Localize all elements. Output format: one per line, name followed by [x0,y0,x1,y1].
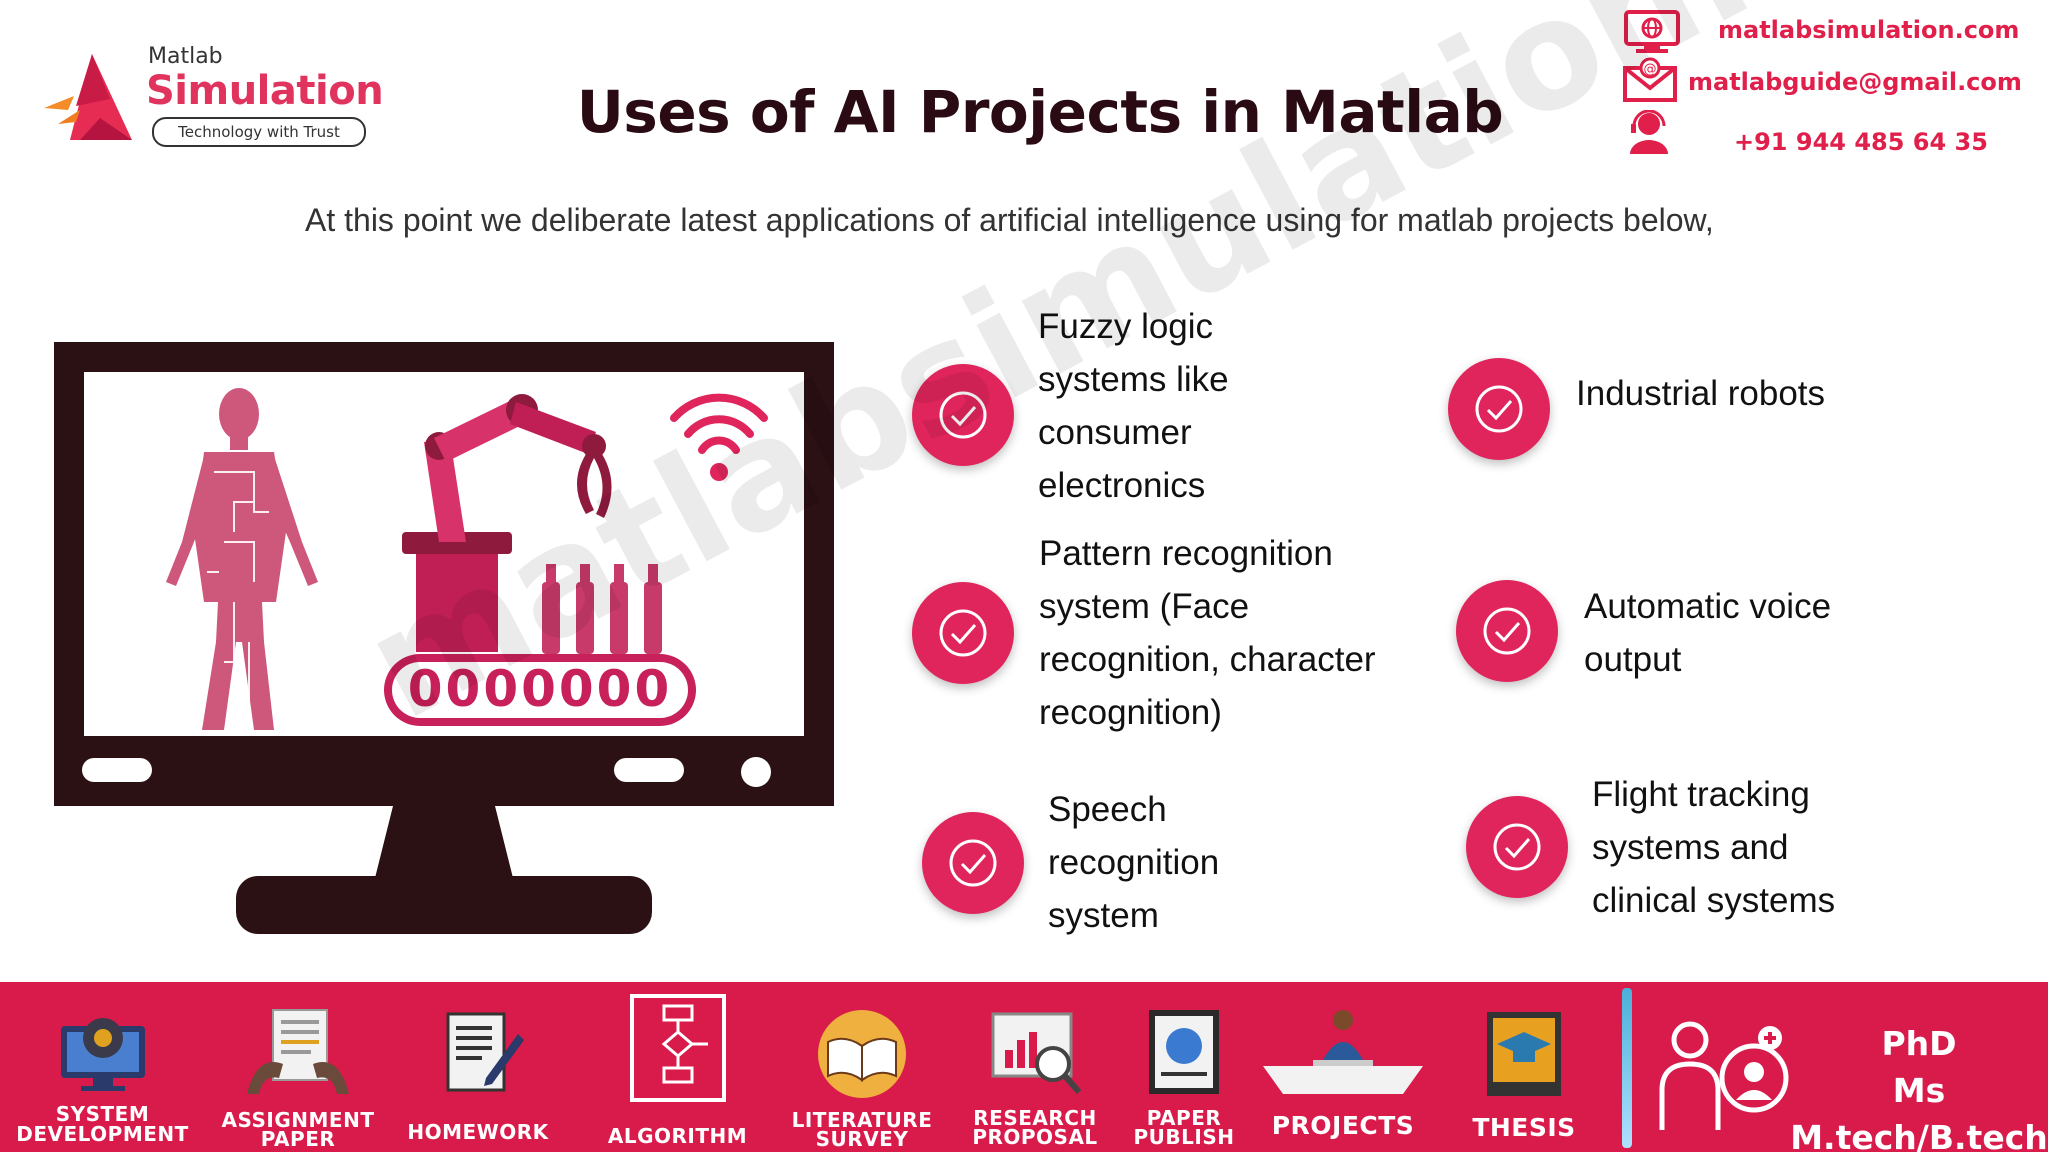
degree-list: PhD Ms M.tech/B.tech [1790,1020,2048,1152]
footer-nav-bar: SYSTEM DEVELOPMENT ASSIGNMENT PAPER HOME… [0,982,2048,1152]
item-2-check-icon [1448,358,1550,460]
page-title: Uses of AI Projects in Matlab [576,78,1504,146]
nav-label: PAPER [260,1127,336,1151]
item-6-check-icon [1466,796,1568,898]
item-5-text: Speech recognition system [1048,790,1220,935]
notepad-pen-icon [446,1012,524,1092]
nav-label: PROPOSAL [972,1125,1098,1149]
nav-label: PAPER [1146,1106,1222,1130]
document-hands-icon [247,1009,349,1094]
doctor-consult-icon [1659,1021,1789,1130]
logo-tagline: Technology with Trust [152,117,366,147]
nav-homework[interactable]: HOMEWORK [398,982,558,1152]
nav-label: RESEARCH [973,1106,1097,1130]
nav-literature-survey[interactable]: LITERATURE SURVEY [782,982,942,1152]
nav-projects[interactable]: PROJECTS [1252,982,1434,1152]
nav-algorithm[interactable]: ALGORITHM [590,982,765,1152]
logo-triangle-icon [44,54,132,140]
item-5-check-icon [922,812,1024,914]
nav-paper-publish[interactable]: PAPER PUBLISH [1120,982,1248,1152]
chart-magnifier-icon [991,1012,1082,1094]
nav-label: PUBLISH [1133,1125,1235,1149]
degree-ms: Ms [1892,1071,1946,1110]
ai-robot-monitor-illustration: 0000000 [54,342,834,934]
nav-label: LITERATURE [791,1108,933,1132]
phone-number[interactable]: +91 944 485 64 35 [1734,128,1988,156]
item-3-text: Pattern recognition system (Face recogni… [1039,534,1376,732]
nav-label: PROJECTS [1271,1111,1415,1140]
envelope-icon: @ [1623,57,1677,102]
item-1-check-icon [912,364,1014,466]
nav-label: SYSTEM [55,1102,150,1126]
nav-label: HOMEWORK [407,1120,549,1144]
item-2-text: Industrial robots [1576,374,1826,413]
support-agent-icon [1630,110,1668,154]
graduation-cap-icon [1487,1012,1561,1096]
svg-text:@: @ [1644,62,1657,77]
nav-system-development[interactable]: SYSTEM DEVELOPMENT [10,982,195,1152]
monitor-globe-icon [1624,10,1680,53]
nav-label: THESIS [1472,1113,1576,1142]
item-3-check-icon [912,582,1014,684]
open-book-icon [818,1010,906,1098]
globe-document-icon [1149,1010,1219,1094]
website-link[interactable]: matlabsimulation.com [1718,16,2020,44]
email-link[interactable]: matlabguide@gmail.com [1688,68,2022,96]
nav-label: DEVELOPMENT [16,1122,189,1146]
nav-label: ALGORITHM [607,1124,748,1148]
logo-matlab-text: Matlab [148,44,223,69]
monitor-gear-icon [60,1018,145,1091]
item-4-check-icon [1456,580,1558,682]
logo-simulation-text: Simulation [146,68,384,114]
item-1-text: Fuzzy logic systems like consumer electr… [1038,307,1229,505]
footer-divider [1622,988,1632,1148]
conveyor-rollers: 0000000 [408,660,673,718]
nav-research-proposal[interactable]: RESEARCH PROPOSAL [960,982,1110,1152]
degree-phd: PhD [1881,1024,1957,1063]
item-6-text: Flight tracking systems and clinical sys… [1592,775,1836,920]
nav-assignment-paper[interactable]: ASSIGNMENT PAPER [212,982,384,1152]
logo[interactable]: Matlab Simulation Technology with Trust [40,40,384,150]
degree-mtech-btech: M.tech/B.tech [1790,1118,2048,1152]
nav-label: ASSIGNMENT [221,1108,375,1132]
nav-thesis[interactable]: THESIS [1440,982,1608,1152]
subtitle: At this point we deliberate latest appli… [305,202,1714,238]
wifi-icon [670,393,768,454]
nav-label: SURVEY [815,1127,909,1151]
flowchart-icon [629,994,726,1102]
person-desk-icon [1263,1010,1423,1094]
item-4-text: Automatic voice output [1584,587,1832,679]
